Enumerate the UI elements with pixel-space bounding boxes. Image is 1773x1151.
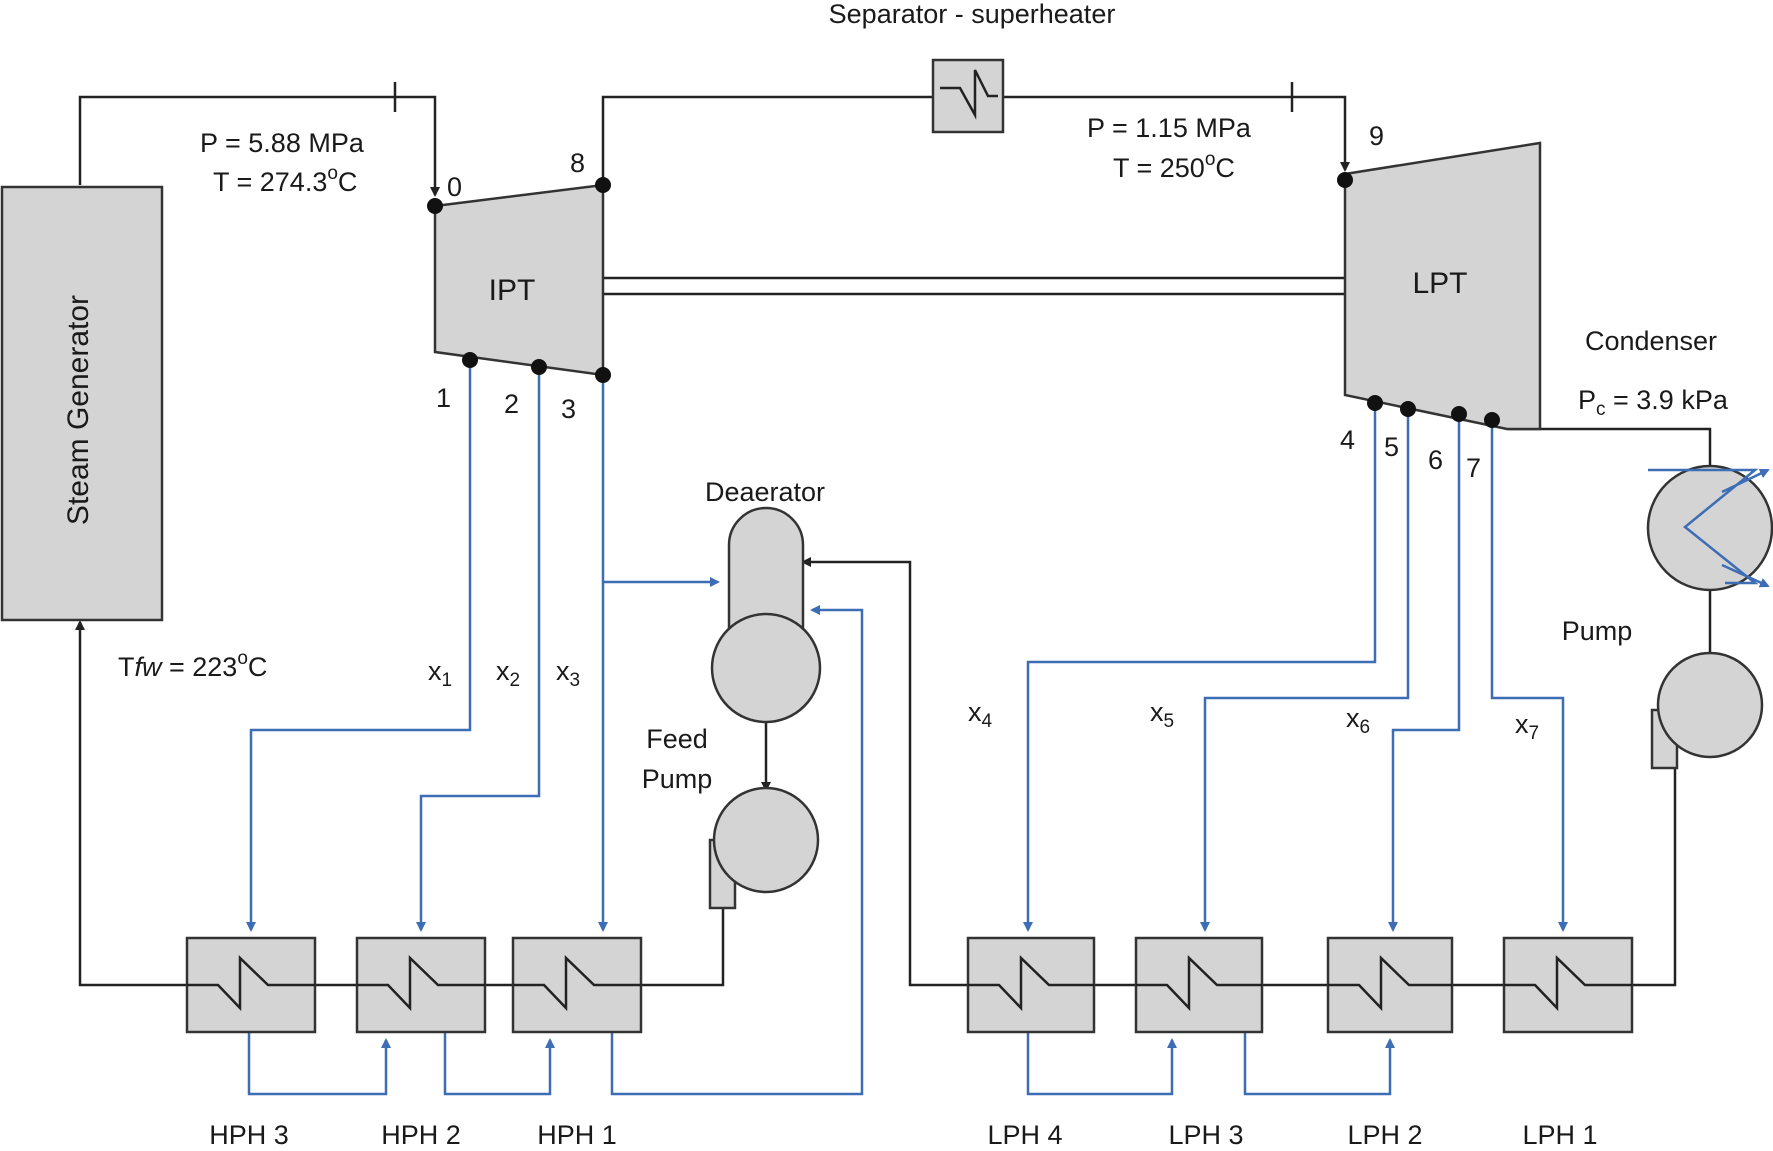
fraction-label-x5: x5: [1150, 697, 1174, 732]
ipt-label: IPT: [489, 274, 536, 307]
lpt-turbine: LPT: [1337, 141, 1542, 431]
heater-label-hph2: HPH 2: [381, 1120, 461, 1150]
cooling-water-out: [1721, 468, 1770, 494]
state-point-2: [531, 359, 547, 375]
feedwater-temperature-label: Tfw = 223oC: [118, 648, 267, 682]
extraction-line-7: [1490, 420, 1568, 932]
extraction-fraction-labels: x1 x2 x3 x4 x5 x6 x7: [428, 656, 1539, 744]
ipt-pressure-label: P = 5.88 MPa: [200, 128, 365, 158]
feedwater-heaters: HPH 3 HPH 2 HPH 1 LPH 4 LPH 3 LPH 2: [185, 936, 1634, 1150]
fraction-label-x6: x6: [1346, 703, 1370, 738]
deaerator-tank: [710, 612, 822, 724]
separator-superheater-symbol: [940, 69, 998, 120]
state-point-3: [595, 367, 611, 383]
heater-label-hph3: HPH 3: [209, 1120, 289, 1150]
condenser-label: Condenser: [1585, 326, 1717, 356]
ipt-turbine: IPT: [427, 177, 611, 383]
heater-hph2: HPH 2: [355, 936, 487, 1150]
feed-pump: Feed Pump: [642, 724, 820, 910]
fraction-label-x3: x3: [556, 656, 580, 691]
state-label-1: 1: [436, 383, 451, 413]
cooling-water-in: [1721, 563, 1770, 588]
heater-label-lph4: LPH 4: [987, 1120, 1062, 1150]
extraction-line-1: [246, 360, 472, 932]
state-label-7: 7: [1466, 453, 1481, 483]
feedpump-discharge-line: [641, 904, 725, 987]
ipt-temperature-label: T = 274.3oC: [213, 163, 357, 197]
condenser-shell: [1646, 464, 1773, 592]
lpt-pressure-label: P = 1.15 MPa: [1087, 113, 1252, 143]
heater-hph3: HPH 3: [185, 936, 317, 1150]
extraction-line-2: [416, 367, 541, 932]
fraction-label-x2: x2: [496, 656, 520, 691]
state-label-2: 2: [504, 389, 519, 419]
steam-generator-body: [0, 185, 164, 622]
feed-pump-casing: [712, 786, 820, 894]
deaerator-label: Deaerator: [705, 477, 825, 507]
state-label-0: 0: [447, 172, 462, 202]
state-label-6: 6: [1428, 445, 1443, 475]
state-point-8: [595, 177, 611, 193]
deaerator-column: [727, 506, 805, 642]
lpt-label: LPT: [1412, 267, 1467, 300]
main-steam-lines: [75, 82, 1712, 987]
separator-superheater: Separator - superheater: [829, 0, 1116, 134]
lpt-body: [1343, 141, 1542, 431]
lpt-exhaust-line: [1507, 427, 1712, 465]
condenser-pressure-label: Pc = 3.9 kPa: [1578, 385, 1729, 420]
condenser-coil: [1648, 468, 1759, 585]
state-point-4: [1367, 395, 1383, 411]
condensate-pump-casing: [1656, 651, 1764, 759]
condition-labels: P = 5.88 MPa T = 274.3oC P = 1.15 MPa T …: [118, 113, 1252, 682]
feedwater-to-deaerator: [801, 557, 968, 987]
state-point-labels: 0 1 2 3 4 5 6 7 8 9: [436, 121, 1481, 483]
heater-lph1: LPH 1: [1502, 936, 1634, 1150]
extraction-lines: [246, 360, 1568, 1096]
feedwater-to-sg-line: [75, 620, 187, 987]
state-point-5: [1400, 401, 1416, 417]
separator-superheater-label: Separator - superheater: [829, 0, 1116, 29]
deaerator: Deaerator: [705, 477, 825, 724]
feed-pump-label-line1: Feed: [646, 724, 708, 754]
state-label-9: 9: [1369, 121, 1384, 151]
fraction-label-x7: x7: [1515, 709, 1539, 744]
steam-generator-label: Steam Generator: [62, 295, 95, 525]
drain-hph2-hph1: [443, 1032, 555, 1096]
condensate-pump: Pump: [1562, 616, 1764, 770]
extraction-line-6: [1388, 414, 1461, 932]
heater-hph1: HPH 1: [511, 936, 643, 1150]
state-label-4: 4: [1340, 425, 1355, 455]
drain-lph4-lph3: [1026, 1032, 1177, 1096]
main-steam-line: [78, 95, 440, 197]
heater-lph2: LPH 2: [1326, 936, 1454, 1150]
heater-lph4: LPH 4: [966, 936, 1096, 1150]
feed-pump-label-line2: Pump: [642, 764, 713, 794]
state-point-0: [427, 198, 443, 214]
heater-label-lph3: LPH 3: [1168, 1120, 1243, 1150]
state-label-3: 3: [561, 394, 576, 424]
condenser: Condenser Pc = 3.9 kPa: [1578, 326, 1773, 592]
heater-label-lph1: LPH 1: [1522, 1120, 1597, 1150]
lpt-temperature-label: T = 250oC: [1113, 149, 1235, 183]
fraction-label-x1: x1: [428, 656, 452, 691]
condensate-pump-label: Pump: [1562, 616, 1633, 646]
pump-discharge-line: [1632, 765, 1677, 987]
heater-label-lph2: LPH 2: [1347, 1120, 1422, 1150]
fraction-label-x4: x4: [968, 697, 993, 732]
heater-label-hph1: HPH 1: [537, 1120, 617, 1150]
state-point-9: [1337, 172, 1353, 188]
drain-lph3-lph2: [1243, 1032, 1395, 1096]
drain-hph1-deaerator: [610, 605, 864, 1096]
state-label-5: 5: [1384, 432, 1399, 462]
state-point-6: [1451, 406, 1467, 422]
state-point-7: [1484, 412, 1500, 428]
state-label-8: 8: [570, 148, 585, 178]
steam-generator: Steam Generator: [0, 185, 164, 622]
extraction-line-4: [1023, 403, 1377, 932]
state-point-1: [462, 352, 478, 368]
extraction-line-5: [1200, 409, 1410, 932]
heater-lph3: LPH 3: [1134, 936, 1264, 1150]
drain-hph3-hph2: [247, 1032, 391, 1096]
